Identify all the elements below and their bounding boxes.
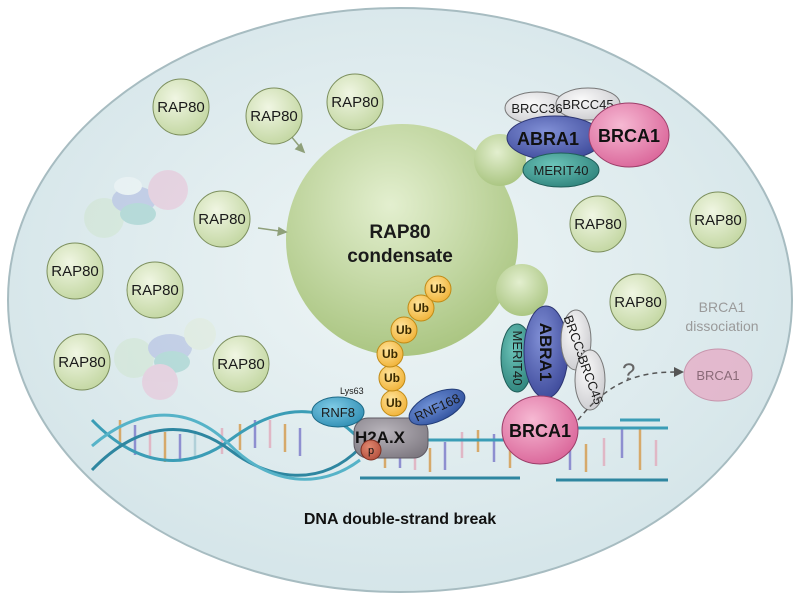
rnf8 [311, 396, 365, 428]
brca1-lower [501, 395, 579, 465]
condensate-label-line2: condensate [347, 246, 453, 267]
condensate-label-line1: RAP80 [369, 222, 430, 243]
svg-text:ABRA1: ABRA1 [517, 129, 579, 149]
svg-text:ABRA1: ABRA1 [536, 323, 555, 382]
dissociated-brca1: BRCA1 dissociation BRCA1 [683, 299, 759, 402]
rap80-molecule: RAP80 [326, 73, 384, 131]
svg-text:BRCA1: BRCA1 [509, 421, 571, 441]
question-mark: ? [622, 359, 635, 386]
svg-text:RAP80: RAP80 [217, 356, 265, 373]
svg-text:RAP80: RAP80 [51, 263, 99, 280]
svg-text:RAP80: RAP80 [574, 216, 622, 233]
faded-complex-upper [84, 170, 188, 238]
svg-text:RAP80: RAP80 [131, 282, 179, 299]
svg-text:p: p [368, 445, 374, 457]
svg-text:Ub: Ub [413, 301, 429, 315]
svg-text:MERIT40: MERIT40 [510, 331, 525, 386]
rnf168 [408, 388, 466, 426]
svg-text:RAP80: RAP80 [331, 94, 379, 111]
brca1-a-complex-lower: MERIT40 ABRA1 BRCC36 BRCC45 BRCA1 [500, 305, 606, 465]
svg-text:Ub: Ub [386, 396, 402, 410]
dissociation-arrowhead [674, 367, 684, 377]
dna-strand-2 [90, 428, 362, 477]
ubiquitin-chain: Ub Ub Ub Ub Ub Ub [376, 275, 452, 417]
merit40-upper [522, 152, 600, 188]
dna-strand-3 [91, 413, 361, 481]
svg-text:BRCA1: BRCA1 [696, 368, 739, 383]
phospho-group [360, 439, 382, 461]
svg-text:RAP80: RAP80 [58, 354, 106, 371]
faded-complex-lower [114, 318, 216, 400]
svg-text:MERIT40: MERIT40 [534, 163, 589, 178]
rap80-molecule: RAP80 [152, 78, 210, 136]
free-rap80-molecules: RAP80 RAP80 RAP80 RAP80 RAP80 RAP80 RAP8… [46, 73, 747, 393]
svg-text:RAP80: RAP80 [198, 211, 246, 228]
svg-text:Ub: Ub [430, 282, 446, 296]
rap80-molecule: RAP80 [212, 335, 270, 393]
dna-break-label: DNA double-strand break [304, 511, 496, 528]
svg-text:RAP80: RAP80 [614, 294, 662, 311]
svg-text:dissociation: dissociation [685, 318, 758, 334]
lys63-label: Lys63 [340, 386, 364, 396]
rap80-molecule: RAP80 [609, 273, 667, 331]
svg-text:RAP80: RAP80 [250, 108, 298, 125]
svg-text:Ub: Ub [382, 347, 398, 361]
rap80-molecule: RAP80 [245, 87, 303, 145]
brcc45-lower [574, 349, 606, 411]
rap80-molecule: RAP80 [689, 191, 747, 249]
rap80-condensate: RAP80 condensate [286, 124, 548, 356]
dissociation-arrow [577, 371, 677, 421]
svg-text:BRCA1: BRCA1 [598, 126, 660, 146]
svg-text:RNF8: RNF8 [321, 405, 355, 420]
rap80-molecule: RAP80 [53, 333, 111, 391]
svg-text:Ub: Ub [396, 323, 412, 337]
rap80-molecule: RAP80 [193, 190, 251, 248]
svg-text:Ub: Ub [384, 371, 400, 385]
svg-text:RAP80: RAP80 [694, 212, 742, 229]
brca1-a-complex-upper: BRCC36 BRCC45 ABRA1 MERIT40 BRCA1 [504, 87, 670, 188]
brca1-upper [588, 102, 670, 168]
rap80-molecule: RAP80 [569, 195, 627, 253]
rap80-molecule: RAP80 [46, 242, 104, 300]
svg-text:RAP80: RAP80 [157, 99, 205, 116]
svg-text:BRCC36: BRCC36 [511, 101, 562, 116]
svg-text:BRCA1: BRCA1 [699, 299, 746, 315]
rap80-molecule: RAP80 [126, 261, 184, 319]
svg-text:BRCC45: BRCC45 [562, 97, 613, 112]
